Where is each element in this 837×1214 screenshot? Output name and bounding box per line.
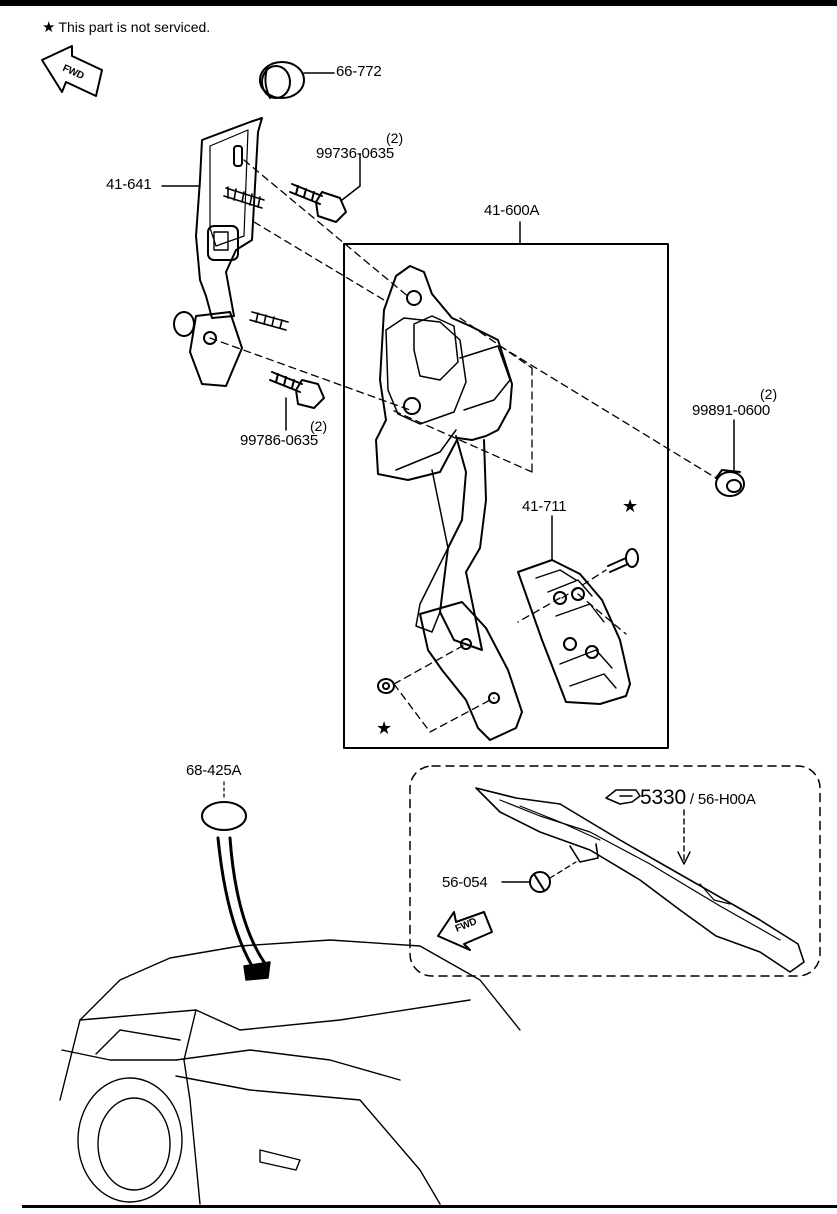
callout-56-054: 56-054	[442, 874, 488, 891]
plug-part	[201, 801, 247, 831]
callout-99891-0600: 99891-0600	[692, 402, 771, 419]
reference-group-number: 5330	[640, 786, 686, 809]
pedal-assembly-frame	[343, 221, 669, 749]
callout-lower-bolt-qty: (2)	[310, 418, 328, 434]
nut-part	[715, 469, 745, 497]
callout-upper-bolt-qty: (2)	[386, 130, 404, 146]
lower-bolt-part	[269, 371, 325, 409]
star-icon: ★	[42, 19, 56, 36]
bottom-rule	[22, 1205, 837, 1208]
grommet-part	[259, 61, 305, 99]
star-icon: ★	[622, 496, 638, 516]
car-outline	[59, 939, 521, 1205]
clip-part	[529, 871, 551, 893]
service-note: ★This part is not serviced.	[42, 18, 210, 36]
pad-screw-part	[607, 548, 639, 573]
assembly-guide-lines	[209, 159, 717, 733]
plug-pointer-lines	[216, 836, 266, 968]
callout-66-772: 66-772	[336, 63, 382, 80]
top-rule	[0, 0, 837, 6]
callout-41-711: 41-711	[522, 498, 567, 515]
detail-box	[409, 765, 821, 977]
callout-reference: 5330 / 56-H00A	[640, 786, 756, 810]
callout-41-641: 41-641	[106, 176, 152, 193]
pad-nut-part	[377, 678, 395, 694]
callout-99736-0635: 99736-0635	[316, 145, 395, 162]
pedal-pad-part	[517, 559, 631, 705]
pointing-hand-icon	[605, 789, 641, 805]
callout-41-600A: 41-600A	[484, 202, 540, 219]
star-icon: ★	[376, 718, 392, 738]
service-note-text: This part is not serviced.	[58, 19, 211, 35]
bracket-part	[173, 117, 263, 387]
fwd-arrow-icon	[41, 45, 103, 97]
accelerator-pedal-part	[375, 265, 523, 741]
callout-99786-0635: 99786-0635	[240, 432, 319, 449]
floor-rail-part	[475, 787, 805, 973]
upper-bolt-part	[289, 183, 347, 223]
callout-nut-qty: (2)	[760, 386, 778, 402]
bracket-stud	[223, 186, 289, 331]
fwd-arrow-detail-icon	[437, 911, 493, 951]
reference-part-number: / 56-H00A	[689, 791, 756, 808]
callout-68-425A: 68-425A	[186, 762, 242, 779]
